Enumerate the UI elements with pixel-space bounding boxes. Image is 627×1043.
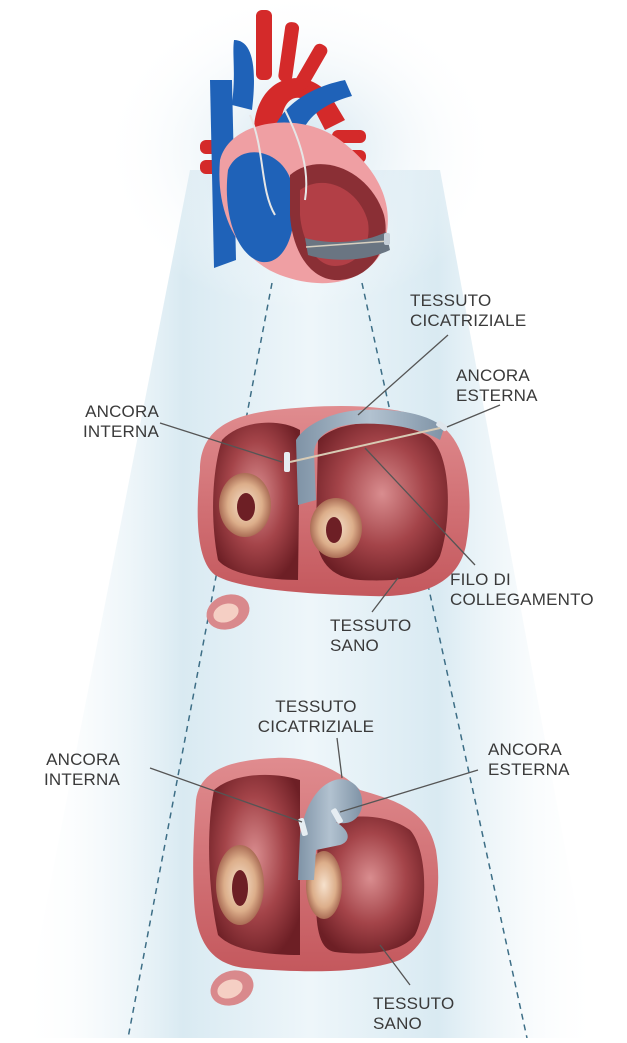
label-mid-tessuto-sano: TESSUTO SANO <box>330 616 411 656</box>
label-mid-ancora-interna: ANCORA INTERNA <box>62 402 159 442</box>
label-mid-ancora-esterna: ANCORA ESTERNA <box>456 366 538 406</box>
label-mid-tessuto-cicatriziale: TESSUTO CICATRIZIALE <box>410 291 526 331</box>
label-bot-tessuto-cicatriziale: TESSUTO CICATRIZIALE <box>247 697 385 737</box>
label-bot-tessuto-sano: TESSUTO SANO <box>373 994 454 1034</box>
label-mid-filo-di-collegamento: FILO DI COLLEGAMENTO <box>450 570 594 610</box>
label-bot-ancora-esterna: ANCORA ESTERNA <box>488 740 570 780</box>
label-bot-ancora-interna: ANCORA INTERNA <box>28 750 120 790</box>
